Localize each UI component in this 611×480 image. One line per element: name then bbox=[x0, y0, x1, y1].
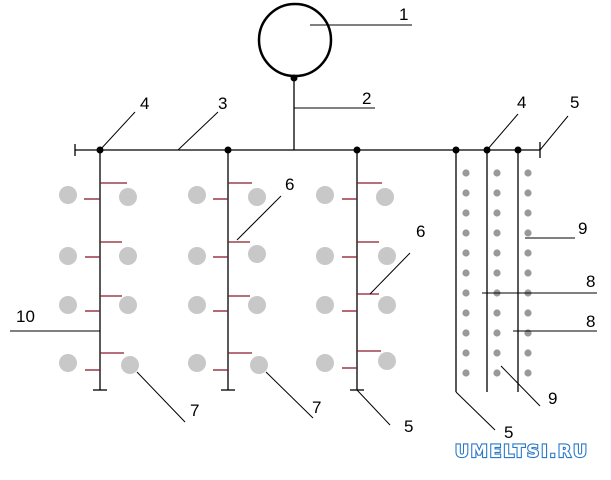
plant bbox=[248, 245, 266, 263]
supply-joint bbox=[290, 74, 298, 82]
emitter-dot bbox=[493, 309, 501, 317]
emitter-dot bbox=[462, 249, 470, 257]
plant bbox=[188, 247, 206, 265]
emitter-dot bbox=[462, 329, 470, 337]
plant bbox=[59, 186, 77, 204]
leader-7-col1 bbox=[136, 371, 186, 423]
plant bbox=[59, 354, 77, 372]
emitter-dot bbox=[524, 249, 532, 257]
plant bbox=[119, 247, 137, 265]
label-8-lower: 8 bbox=[586, 312, 595, 331]
label-10: 10 bbox=[16, 307, 35, 326]
label-9-lower: 9 bbox=[548, 389, 557, 408]
emitter-dot bbox=[493, 369, 501, 377]
plant bbox=[376, 188, 394, 206]
emitter-dot bbox=[493, 349, 501, 357]
plant bbox=[316, 247, 334, 265]
emitter-dot bbox=[462, 269, 470, 277]
emitter-dot bbox=[524, 349, 532, 357]
label-8-upper: 8 bbox=[586, 272, 595, 291]
emitter-dot bbox=[524, 309, 532, 317]
emitter-dot bbox=[524, 229, 532, 237]
leader-4-left bbox=[99, 111, 136, 151]
plant bbox=[316, 186, 334, 204]
label-5-col4: 5 bbox=[504, 423, 513, 442]
plant bbox=[248, 296, 266, 314]
emitter-dot bbox=[462, 289, 470, 297]
drip-lines bbox=[452, 146, 522, 392]
plant bbox=[188, 296, 206, 314]
lateral-column-3 bbox=[316, 146, 396, 391]
plant bbox=[119, 296, 137, 314]
leader-6-col2 bbox=[236, 195, 282, 241]
emitter-dot bbox=[462, 369, 470, 377]
label-6-col3: 6 bbox=[416, 222, 425, 241]
leader-4-right bbox=[486, 113, 519, 151]
leader-9-lower bbox=[500, 365, 541, 407]
emitter-dot bbox=[493, 169, 501, 177]
label-1: 1 bbox=[399, 5, 408, 24]
leader-5-col3 bbox=[356, 389, 391, 426]
label-6-col2: 6 bbox=[285, 175, 294, 194]
plant bbox=[378, 247, 396, 265]
lateral-column-2 bbox=[188, 146, 268, 391]
plant bbox=[59, 296, 77, 314]
emitter-dot bbox=[524, 209, 532, 217]
plant bbox=[316, 296, 334, 314]
plant bbox=[378, 352, 396, 370]
emitter-dot bbox=[493, 249, 501, 257]
emitter-dot bbox=[462, 169, 470, 177]
emitter-dot bbox=[493, 189, 501, 197]
emitter-dot bbox=[524, 269, 532, 277]
emitter-dot bbox=[493, 329, 501, 337]
emitter-dot bbox=[493, 229, 501, 237]
label-2: 2 bbox=[362, 89, 371, 108]
emitter-dot bbox=[462, 189, 470, 197]
plant bbox=[316, 354, 334, 372]
plant bbox=[59, 247, 77, 265]
drip-emitters bbox=[462, 169, 532, 377]
label-5-col3: 5 bbox=[404, 417, 413, 436]
leader-5-top bbox=[539, 115, 569, 151]
label-9-upper: 9 bbox=[578, 219, 587, 238]
plant bbox=[119, 188, 137, 206]
emitter-dot bbox=[493, 269, 501, 277]
emitter-dot bbox=[462, 229, 470, 237]
label-5-top: 5 bbox=[570, 93, 579, 112]
leader-7-col2 bbox=[265, 371, 314, 419]
emitter-dot bbox=[524, 329, 532, 337]
emitter-dot bbox=[524, 369, 532, 377]
leader-6-col3 bbox=[369, 252, 411, 295]
site-watermark: UMELTSI.RU bbox=[455, 442, 589, 462]
emitter-dot bbox=[493, 209, 501, 217]
label-3: 3 bbox=[218, 94, 227, 113]
label-4-right: 4 bbox=[517, 93, 526, 112]
plant bbox=[188, 186, 206, 204]
plant bbox=[378, 296, 396, 314]
emitter-dot bbox=[462, 209, 470, 217]
label-7-col2: 7 bbox=[312, 398, 321, 417]
emitter-dot bbox=[524, 169, 532, 177]
label-4-left: 4 bbox=[140, 94, 149, 113]
plant bbox=[121, 356, 139, 374]
plant bbox=[250, 356, 268, 374]
emitter-dot bbox=[524, 189, 532, 197]
leader-3 bbox=[177, 111, 219, 151]
water-source-circle bbox=[257, 2, 333, 78]
label-7-col1: 7 bbox=[190, 401, 199, 420]
plant bbox=[188, 354, 206, 372]
plant bbox=[248, 188, 266, 206]
leader-5-col4 bbox=[455, 391, 496, 431]
emitter-dot bbox=[462, 349, 470, 357]
emitter-dot bbox=[462, 309, 470, 317]
lateral-column-1 bbox=[59, 146, 139, 391]
